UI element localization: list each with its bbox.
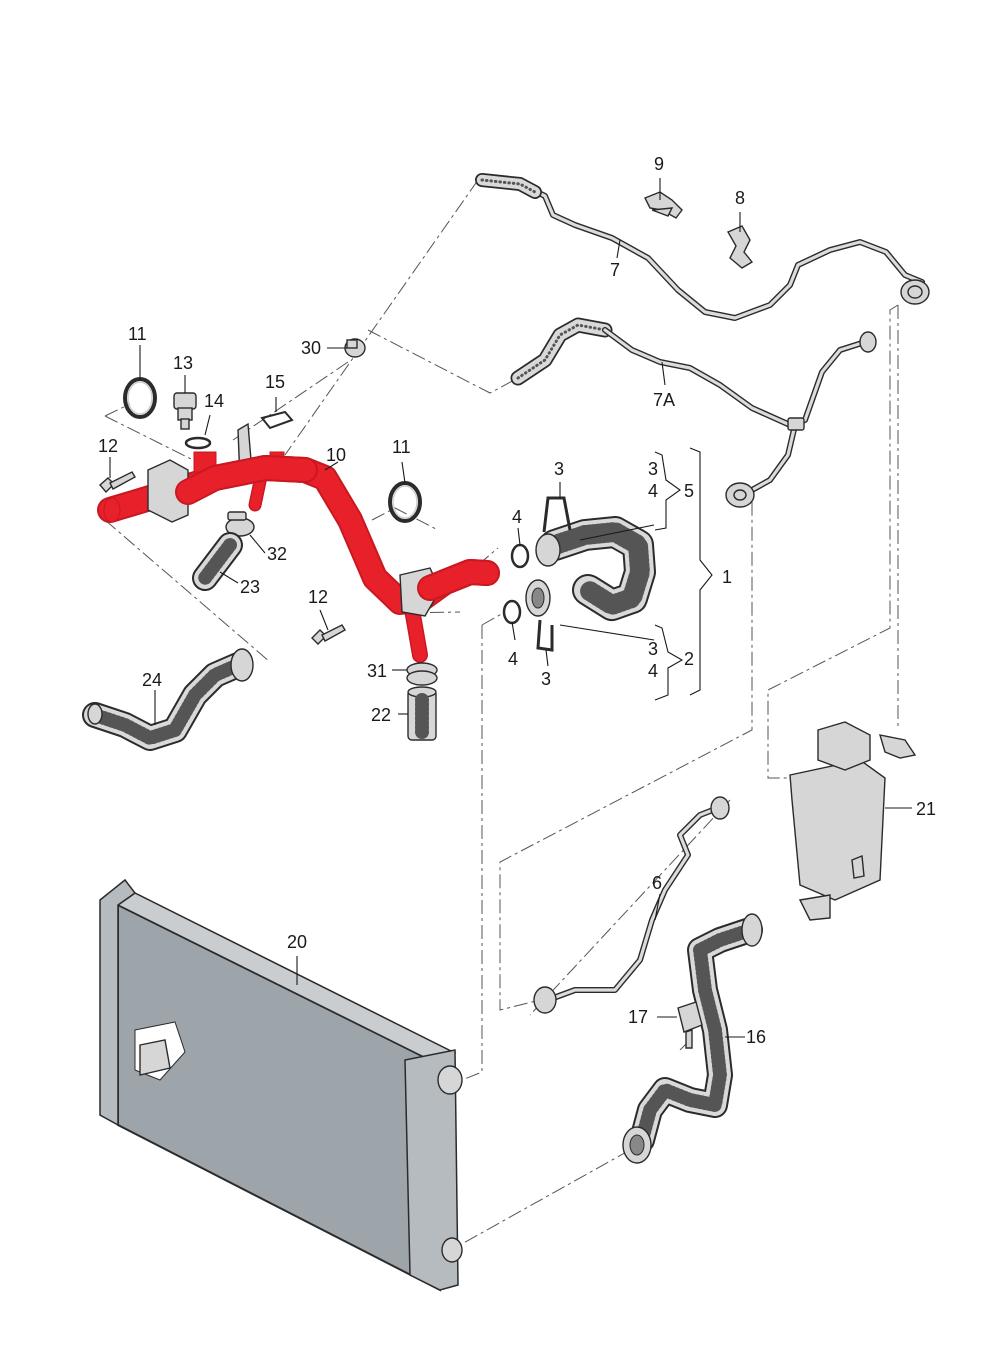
callout-5: 5 [684,481,694,501]
callout-10: 10 [326,445,346,465]
callout-2: 2 [684,649,694,669]
callout-15: 15 [265,372,285,392]
callout-1: 1 [722,567,732,587]
clip-9 [644,191,683,219]
o-ring-14 [184,436,212,450]
clamp-31 [406,662,438,686]
callout-23: 23 [240,577,260,597]
callout-3: 3 [648,639,658,659]
coolant-pipe-7 [475,173,930,321]
callout-3: 3 [541,669,551,689]
callout-6: 6 [652,873,662,893]
callout-14: 14 [204,391,224,411]
callout-11: 11 [392,437,411,457]
clamp-32 [225,511,255,537]
callout-31: 31 [367,661,387,681]
bolt-12-upper [99,471,136,494]
bolt-12-lower [311,624,346,645]
callout-17: 17 [628,1007,648,1027]
clip-15 [260,410,294,430]
coolant-pipe-7a [510,317,877,508]
callout-8: 8 [735,188,745,208]
hose-6 [533,796,730,1014]
callout-12: 12 [308,587,328,607]
callout-20: 20 [287,932,307,952]
callout-4: 4 [512,507,522,527]
callout-9: 9 [654,154,664,174]
hose-assembly-5 [525,516,656,621]
callout-11: 11 [128,324,147,344]
callout-3: 3 [554,459,564,479]
clips-3 [536,496,572,652]
o-ring-11-left [123,377,157,419]
callout-32: 32 [267,544,287,564]
callout-4: 4 [508,649,518,669]
o-ring-11-mid [388,481,422,523]
sensor-13 [173,392,197,430]
callout-4: 4 [648,481,658,501]
callout-30: 30 [301,338,321,358]
callout-12: 12 [98,436,118,456]
hose-16 [622,913,763,1164]
bracket-lines-1-2-5 [559,447,713,701]
o-rings-4 [502,543,530,625]
clip-8 [727,225,754,269]
leader-lines [109,178,912,1038]
hose-24 [82,648,254,751]
callout-7a: 7A [653,390,675,410]
hose-22 [407,686,437,742]
callout-13: 13 [173,353,193,373]
callout-21: 21 [916,799,936,819]
callout-4: 4 [648,661,658,681]
callout-22: 22 [371,705,391,725]
callout-labels: 9 8 7 30 7A 11 13 14 15 12 10 11 3 3 4 5… [98,154,936,1047]
callout-16: 16 [746,1027,766,1047]
callout-24: 24 [142,670,162,690]
callout-3: 3 [648,459,658,479]
expansion-tank-21 [789,721,917,921]
hose-23 [192,532,243,591]
clip-17 [677,1001,703,1049]
callout-7: 7 [610,260,620,280]
radiator-20 [99,878,463,1292]
connector-30 [344,338,366,358]
coolant-pipe-10-highlighted [97,422,500,663]
